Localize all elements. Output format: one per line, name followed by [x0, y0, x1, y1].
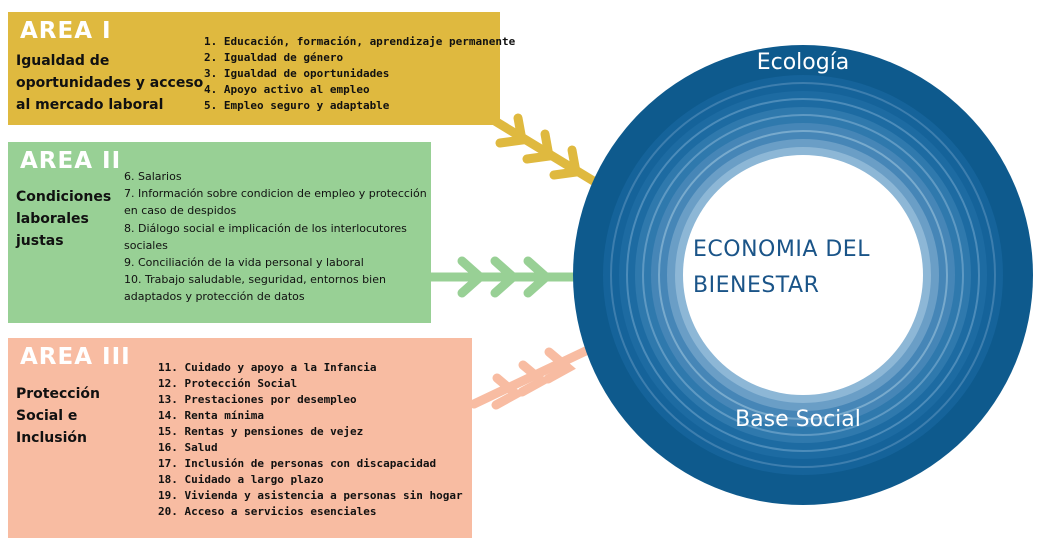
- area-2-items: 6. Salarios 7. Información sobre condici…: [124, 168, 428, 306]
- list-item: 9. Conciliación de la vida personal y la…: [124, 256, 364, 270]
- center-title-line-2: BIENESTAR: [693, 273, 820, 298]
- area-2-panel: AREA II Condiciones laborales justas 6. …: [8, 142, 431, 323]
- list-item: 11. Cuidado y apoyo a la Infancia: [158, 361, 377, 374]
- list-item: 7. Información sobre condicion de empleo…: [124, 187, 427, 218]
- center-title-line-1: ECONOMIA DEL: [693, 237, 870, 262]
- base-social-label: Base Social: [735, 407, 861, 432]
- list-item: 8. Diálogo social e implicación de los i…: [124, 221, 407, 252]
- area-3-title: AREA III: [20, 344, 131, 370]
- list-item: 18. Cuidado a largo plazo: [158, 473, 324, 486]
- area-3-subtitle: Protección Social e Inclusión: [16, 386, 100, 446]
- area-2-subtitle: Condiciones laborales justas: [16, 189, 112, 249]
- list-item: 19. Vivienda y asistencia a personas sin…: [158, 489, 463, 502]
- list-item: 17. Inclusión de personas con discapacid…: [158, 457, 437, 470]
- center-title: ECONOMIA DEL BIENESTAR: [693, 232, 913, 304]
- ecologia-label: Ecología: [756, 50, 850, 75]
- list-item: 20. Acceso a servicios esenciales: [158, 505, 377, 518]
- area-3-panel: AREA III Protección Social e Inclusión 1…: [8, 338, 472, 538]
- list-item: 10. Trabajo saludable, seguridad, entorn…: [124, 273, 386, 304]
- area-2-title: AREA II: [20, 148, 122, 174]
- area-3-items: 11. Cuidado y apoyo a la Infancia 12. Pr…: [158, 360, 463, 520]
- area-1-panel: AREA I Igualdad de oportunidades y acces…: [8, 12, 515, 125]
- list-item: 6. Salarios: [124, 170, 182, 183]
- area-1-subtitle: Igualdad de oportunidades y acceso al me…: [16, 53, 204, 113]
- list-item: 14. Renta mínima: [158, 409, 264, 422]
- list-item: 12. Protección Social: [158, 377, 298, 390]
- list-item: 13. Prestaciones por desempleo: [158, 393, 357, 406]
- list-item: 1. Educación, formación, aprendizaje per…: [204, 35, 516, 48]
- area-1-items: 1. Educación, formación, aprendizaje per…: [204, 34, 515, 114]
- arrow-area-1: [485, 113, 605, 190]
- list-item: 15. Rentas y pensiones de vejez: [158, 425, 364, 438]
- list-item: 2. Igualdad de género: [204, 51, 344, 64]
- list-item: 5. Empleo seguro y adaptable: [204, 99, 390, 112]
- wellbeing-circle: [573, 45, 1033, 505]
- list-item: 3. Igualdad de oportunidades: [204, 67, 390, 80]
- area-1-title: AREA I: [20, 18, 112, 44]
- list-item: 16. Salud: [158, 441, 218, 454]
- list-item: 4. Apoyo activo al empleo: [204, 83, 370, 96]
- arrow-area-3: [469, 343, 597, 410]
- arrow-area-2: [426, 256, 590, 298]
